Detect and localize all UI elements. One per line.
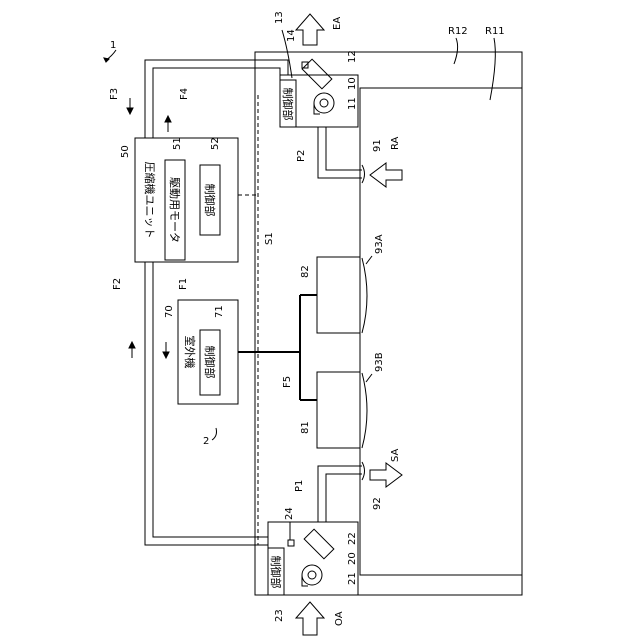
indoor-unit-81-ref: 81 — [300, 421, 311, 434]
figure-ref-arrowhead — [104, 58, 109, 62]
outdoor-unit-ref: 70 — [164, 305, 175, 318]
subsystem-ref-label: 2 — [203, 436, 209, 447]
exhaust-heat-exchange-element — [302, 59, 332, 89]
compressor-unit-title: 圧縮機ユニット — [143, 162, 157, 239]
supply-fan-outlet — [302, 575, 308, 586]
supply-vent-92-ref: 92 — [372, 497, 383, 510]
supply-controller-ref: 23 — [274, 609, 285, 622]
compressor-controller-ref: 52 — [210, 137, 221, 150]
room-r11-leader — [490, 38, 495, 100]
ra-label: RA — [390, 136, 401, 150]
exhaust-controller-label: 制御部 — [281, 88, 295, 121]
supply-sensor-ref: 24 — [284, 507, 295, 520]
sa-arrow-icon — [370, 463, 402, 487]
flow-arrowhead-f3 — [127, 108, 133, 114]
pipe-f4 — [153, 68, 280, 138]
supply-fan-ref: 21 — [347, 572, 358, 585]
room-r11-label: R11 — [485, 26, 505, 37]
room-r12-leader — [454, 38, 458, 64]
supply-fan-hub-icon — [308, 571, 316, 579]
supply-unit-ref: 20 — [347, 552, 358, 565]
exhaust-fan-hub-icon — [320, 99, 328, 107]
pipe-f2-label: F2 — [112, 278, 123, 290]
sa-label: SA — [390, 448, 401, 462]
flow-arrowhead-f2 — [129, 342, 135, 348]
outdoor-unit-title: 室外機 — [183, 336, 197, 369]
indoor-unit-82 — [317, 257, 360, 333]
outdoor-controller-ref: 71 — [214, 305, 225, 318]
exhaust-fan-icon — [314, 93, 334, 113]
supply-controller-label: 制御部 — [269, 556, 283, 589]
vent-93a-ref: 93A — [374, 234, 385, 254]
exhaust-fan-outlet — [314, 103, 320, 114]
figure-ref-label: 1 — [110, 40, 116, 51]
ra-arrow-icon — [370, 163, 402, 187]
pipe-f4-label: F4 — [179, 88, 190, 100]
supply-duct-p1-label: P1 — [294, 480, 305, 492]
building-outline — [255, 52, 522, 595]
return-duct-p2-inner — [326, 127, 362, 170]
return-vent-91 — [362, 165, 365, 183]
supply-heat-exchange-element — [304, 529, 334, 559]
ea-arrow-icon — [296, 14, 324, 45]
exhaust-fan-ref: 11 — [347, 97, 358, 110]
pipe-f3-label: F3 — [109, 88, 120, 100]
oa-label: OA — [334, 611, 345, 626]
pipe-f1-label: F1 — [178, 278, 189, 290]
ea-label: EA — [332, 17, 343, 30]
return-vent-91-ref: 91 — [372, 139, 383, 152]
vent-93a — [362, 258, 367, 333]
indoor-unit-81 — [317, 372, 360, 448]
exhaust-controller-ref: 13 — [274, 11, 285, 24]
flow-arrowhead-f1 — [163, 352, 169, 358]
supply-duct-p1-inner — [326, 474, 362, 522]
vent-93a-leader — [366, 256, 372, 264]
flow-arrowhead-f4 — [165, 116, 171, 122]
room-r12-label: R12 — [448, 26, 468, 37]
subsystem-ref-arrow — [212, 428, 217, 440]
indoor-unit-82-ref: 82 — [300, 265, 311, 278]
pipe-f1 — [153, 262, 268, 537]
signal-line-s1-label: S1 — [264, 232, 275, 245]
pipe-f3 — [145, 60, 288, 138]
supply-fan-icon — [302, 565, 322, 585]
compressor-unit-ref: 50 — [120, 145, 131, 158]
vent-93b-leader — [366, 374, 372, 382]
exhaust-unit-ref: 10 — [347, 77, 358, 90]
compressor-controller-label: 制御部 — [203, 184, 217, 217]
vent-93b — [362, 373, 367, 448]
exhaust-sensor-ref: 14 — [286, 29, 297, 42]
supply-sensor — [288, 540, 294, 546]
supply-element-ref: 22 — [347, 532, 358, 545]
oa-arrow-icon — [296, 602, 324, 635]
exhaust-element-ref: 12 — [347, 50, 358, 63]
outdoor-controller-label: 制御部 — [203, 346, 217, 379]
supply-vent-92 — [362, 462, 365, 480]
drive-motor-ref: 51 — [172, 137, 183, 150]
exhaust-sensor — [302, 62, 308, 68]
room-r11 — [360, 88, 522, 575]
return-duct-p2-label: P2 — [296, 150, 307, 162]
drive-motor-label: 駆動用モータ — [168, 177, 182, 243]
refrigerant-line-f5-label: F5 — [282, 376, 293, 388]
vent-93b-ref: 93B — [374, 352, 385, 372]
